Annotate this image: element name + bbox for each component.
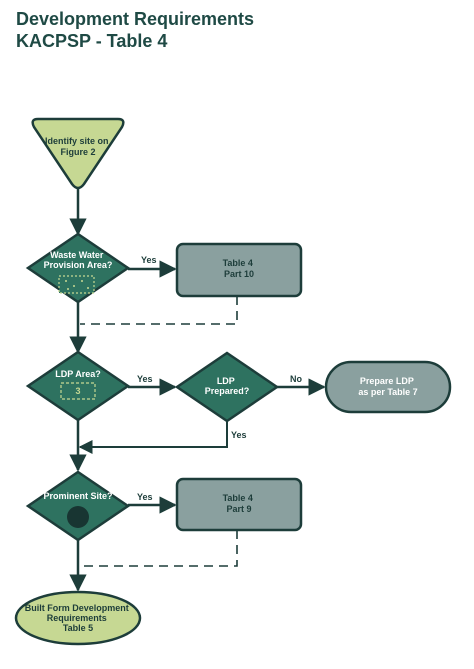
page-title-line-1: Development Requirements [16, 9, 255, 29]
ldp-area-marker-number: 3 [75, 386, 80, 396]
svg-text:Identify site on Figure 2: Identify site on Figure 2 [45, 136, 111, 157]
waste-water-dotted-marker [58, 275, 95, 294]
waste-water-decision [25, 232, 131, 304]
svg-text:LDP Area?: LDP Area? [55, 369, 101, 379]
edge-label-ldp-area-yes: Yes [137, 374, 153, 384]
svg-text:Built Form Development Req: Built Form Development Requirements Tabl… [25, 603, 132, 633]
built-form-node [14, 590, 142, 646]
prominent-site-label: Prominent Site? [43, 491, 112, 501]
ldp-area-line-1: LDP Area? [55, 369, 101, 379]
svg-text:Prepare LDP as per Table 7: Prepare LDP as per Table 7 [358, 376, 417, 397]
ldp-prepared-line-2: Prepared? [205, 386, 250, 396]
waste-water-line-2: Provision Area? [44, 260, 113, 270]
svg-text:Table 4 Part 10: Table 4 Part 10 [223, 258, 256, 279]
page-title-line-2: KACPSP - Table 4 [16, 31, 168, 51]
ldp-prepared-decision [174, 351, 280, 423]
table4-part10-node [175, 242, 303, 298]
prepare-ldp-line-1: Prepare LDP [360, 376, 414, 386]
dashed-return-part9 [80, 530, 238, 567]
svg-text:Waste Water Provision Area: Waste Water Provision Area? [44, 250, 113, 270]
svg-text:Table 4 Part 9: Table 4 Part 9 [223, 493, 256, 514]
edge-label-prominent-yes: Yes [137, 492, 153, 502]
edge-label-ldp-prepared-no: No [290, 374, 302, 384]
prepare-ldp-node [324, 360, 452, 414]
ldp-area-dashed-marker [60, 382, 96, 400]
dashed-return-part10 [80, 296, 238, 325]
start-node-line-1: Identify site on [45, 136, 109, 146]
filled-circle-icon [67, 506, 89, 528]
start-node-line-2: Figure 2 [60, 147, 95, 157]
waste-water-dots [65, 280, 89, 290]
connector-ldp-prepared-yes [78, 420, 228, 454]
table4-part9-line-1: Table 4 [223, 493, 253, 503]
edge-label-ldp-prepared-yes: Yes [231, 430, 247, 440]
table4-part10-line-2: Part 10 [224, 269, 254, 279]
table4-part9-node [175, 477, 303, 532]
built-form-line-2: Requirements [47, 613, 107, 623]
ldp-prepared-line-1: LDP [217, 376, 235, 386]
page-title: Development Requirements KACPSP - Table … [16, 8, 254, 52]
svg-text:LDP Prepared?: LDP Prepared? [205, 376, 250, 396]
waste-water-line-1: Waste Water [50, 250, 104, 260]
start-node [31, 117, 125, 190]
built-form-line-1: Built Form Development [25, 603, 129, 613]
prepare-ldp-line-2: as per Table 7 [358, 387, 417, 397]
table4-part9-line-2: Part 9 [226, 504, 251, 514]
edge-label-waste-yes: Yes [141, 255, 157, 265]
built-form-line-3: Table 5 [63, 623, 93, 633]
table4-part10-line-1: Table 4 [223, 258, 253, 268]
